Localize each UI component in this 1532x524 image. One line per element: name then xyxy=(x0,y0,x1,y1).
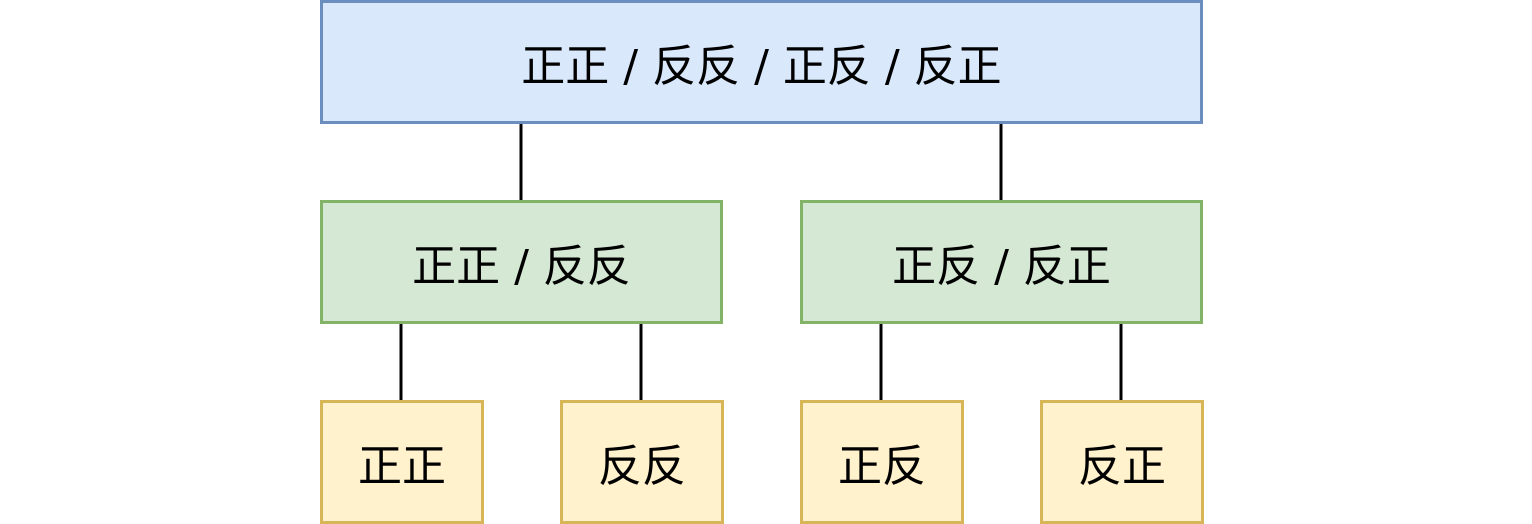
leaf-node-2: 反反 xyxy=(560,400,724,524)
leaf-node-2-label: 反反 xyxy=(598,441,686,492)
root-node-label: 正正 / 反反 / 正反 / 反正 xyxy=(521,41,1002,92)
middle-node-right-label: 正反 / 反正 xyxy=(892,241,1111,292)
leaf-node-3: 正反 xyxy=(800,400,964,524)
root-node: 正正 / 反反 / 正反 / 反正 xyxy=(320,0,1203,124)
middle-node-left-label: 正正 / 反反 xyxy=(412,241,631,292)
leaf-node-1-label: 正正 xyxy=(358,441,446,492)
middle-node-right: 正反 / 反正 xyxy=(800,200,1203,324)
leaf-node-1: 正正 xyxy=(320,400,484,524)
leaf-node-4-label: 反正 xyxy=(1078,441,1166,492)
leaf-node-3-label: 正反 xyxy=(838,441,926,492)
middle-node-left: 正正 / 反反 xyxy=(320,200,723,324)
leaf-node-4: 反正 xyxy=(1040,400,1204,524)
